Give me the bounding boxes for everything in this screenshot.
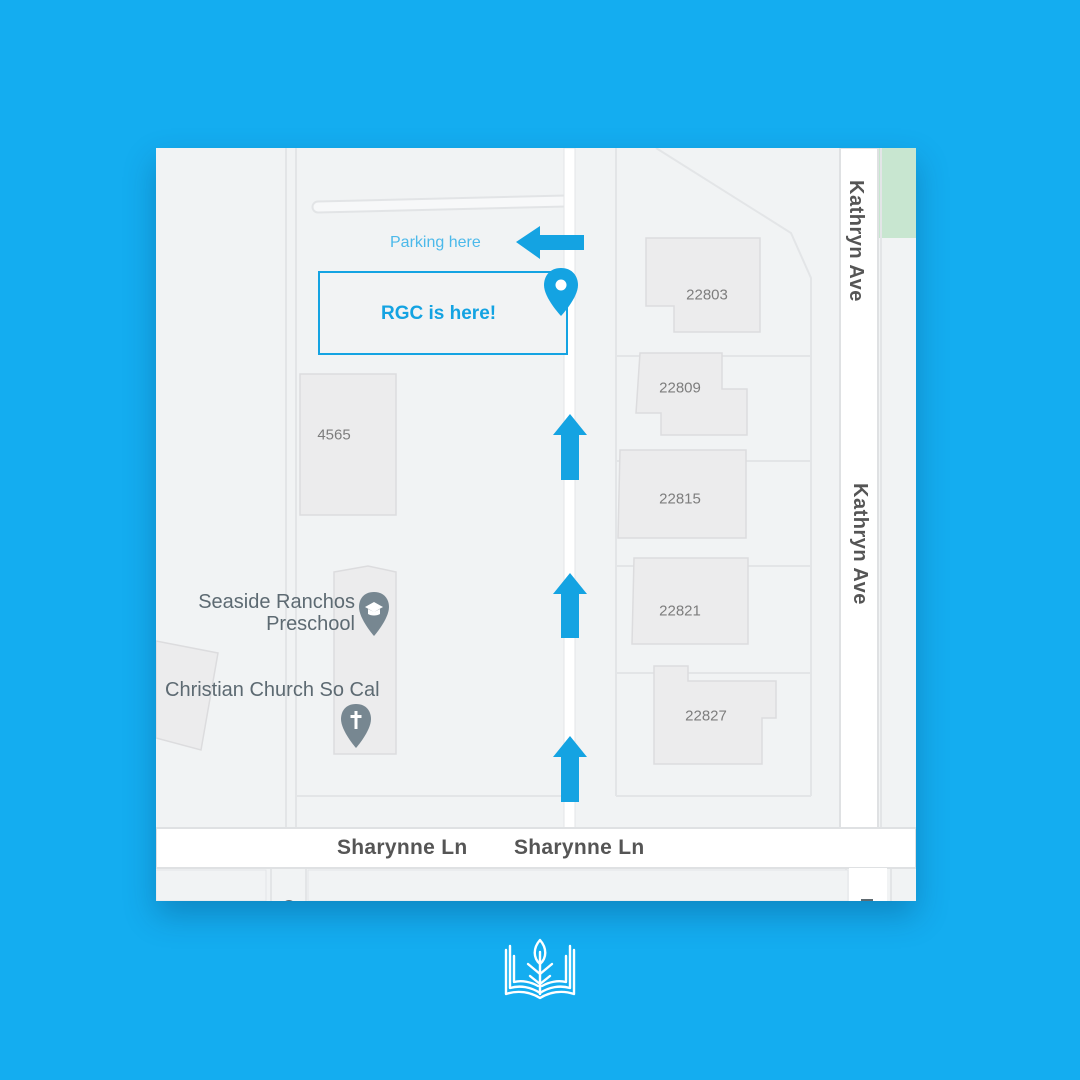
- park-area: [878, 148, 916, 238]
- up-arrow-icon: [553, 573, 587, 638]
- graduation-cap-pin-icon[interactable]: [359, 592, 389, 636]
- building-number: 22803: [686, 286, 728, 304]
- kathryn-ave-south: [849, 868, 887, 901]
- left-arrow-icon: [516, 226, 584, 259]
- lower-block-left: [156, 869, 267, 901]
- sharynne-ln-road: [156, 827, 916, 869]
- lower-block-right: [307, 869, 849, 901]
- building-number: 22809: [659, 379, 701, 397]
- building-number: 22815: [659, 490, 701, 508]
- building-22821: [631, 557, 749, 645]
- place-label-church[interactable]: Christian Church So Cal: [165, 679, 380, 701]
- map-card[interactable]: Parking here RGC is here! 22803 22809 22…: [156, 148, 916, 901]
- place-label-line: Preschool: [266, 613, 355, 635]
- parking-label: Parking here: [390, 234, 481, 251]
- map-canvas[interactable]: [156, 148, 916, 901]
- cross-pin-icon[interactable]: [341, 704, 371, 748]
- street-label-kathryn: Kathryn Ave: [849, 483, 871, 605]
- building-22815: [617, 449, 747, 539]
- edge-marker-left: [285, 900, 293, 901]
- building-22809: [635, 352, 748, 436]
- building-4565: [299, 373, 397, 516]
- open-book-leaf-icon: [504, 938, 576, 1000]
- building-number: 22827: [685, 707, 727, 725]
- up-arrow-icon: [553, 736, 587, 802]
- route-arrows: [516, 226, 587, 802]
- street-label-kathryn: Kathryn Ave: [845, 180, 867, 302]
- location-pin-icon[interactable]: [544, 268, 578, 316]
- street-label-sharynne: Sharynne Ln: [337, 836, 468, 859]
- building-22827: [653, 665, 777, 765]
- building-22803: [645, 237, 761, 333]
- edge-marker-right: [861, 899, 873, 901]
- building-number: 4565: [317, 426, 351, 444]
- parking-lane-inner: [313, 196, 571, 212]
- place-label-line: Seaside Ranchos: [198, 591, 355, 613]
- up-arrow-icon: [553, 414, 587, 480]
- street-label-sharynne: Sharynne Ln: [514, 836, 645, 859]
- building-number: 22821: [659, 602, 701, 620]
- rgc-building[interactable]: [318, 271, 568, 355]
- place-label-preschool[interactable]: Seaside Ranchos Preschool: [198, 591, 355, 635]
- property-lines: [270, 148, 892, 901]
- destination-label[interactable]: RGC is here!: [381, 303, 497, 324]
- building-west: [156, 640, 219, 751]
